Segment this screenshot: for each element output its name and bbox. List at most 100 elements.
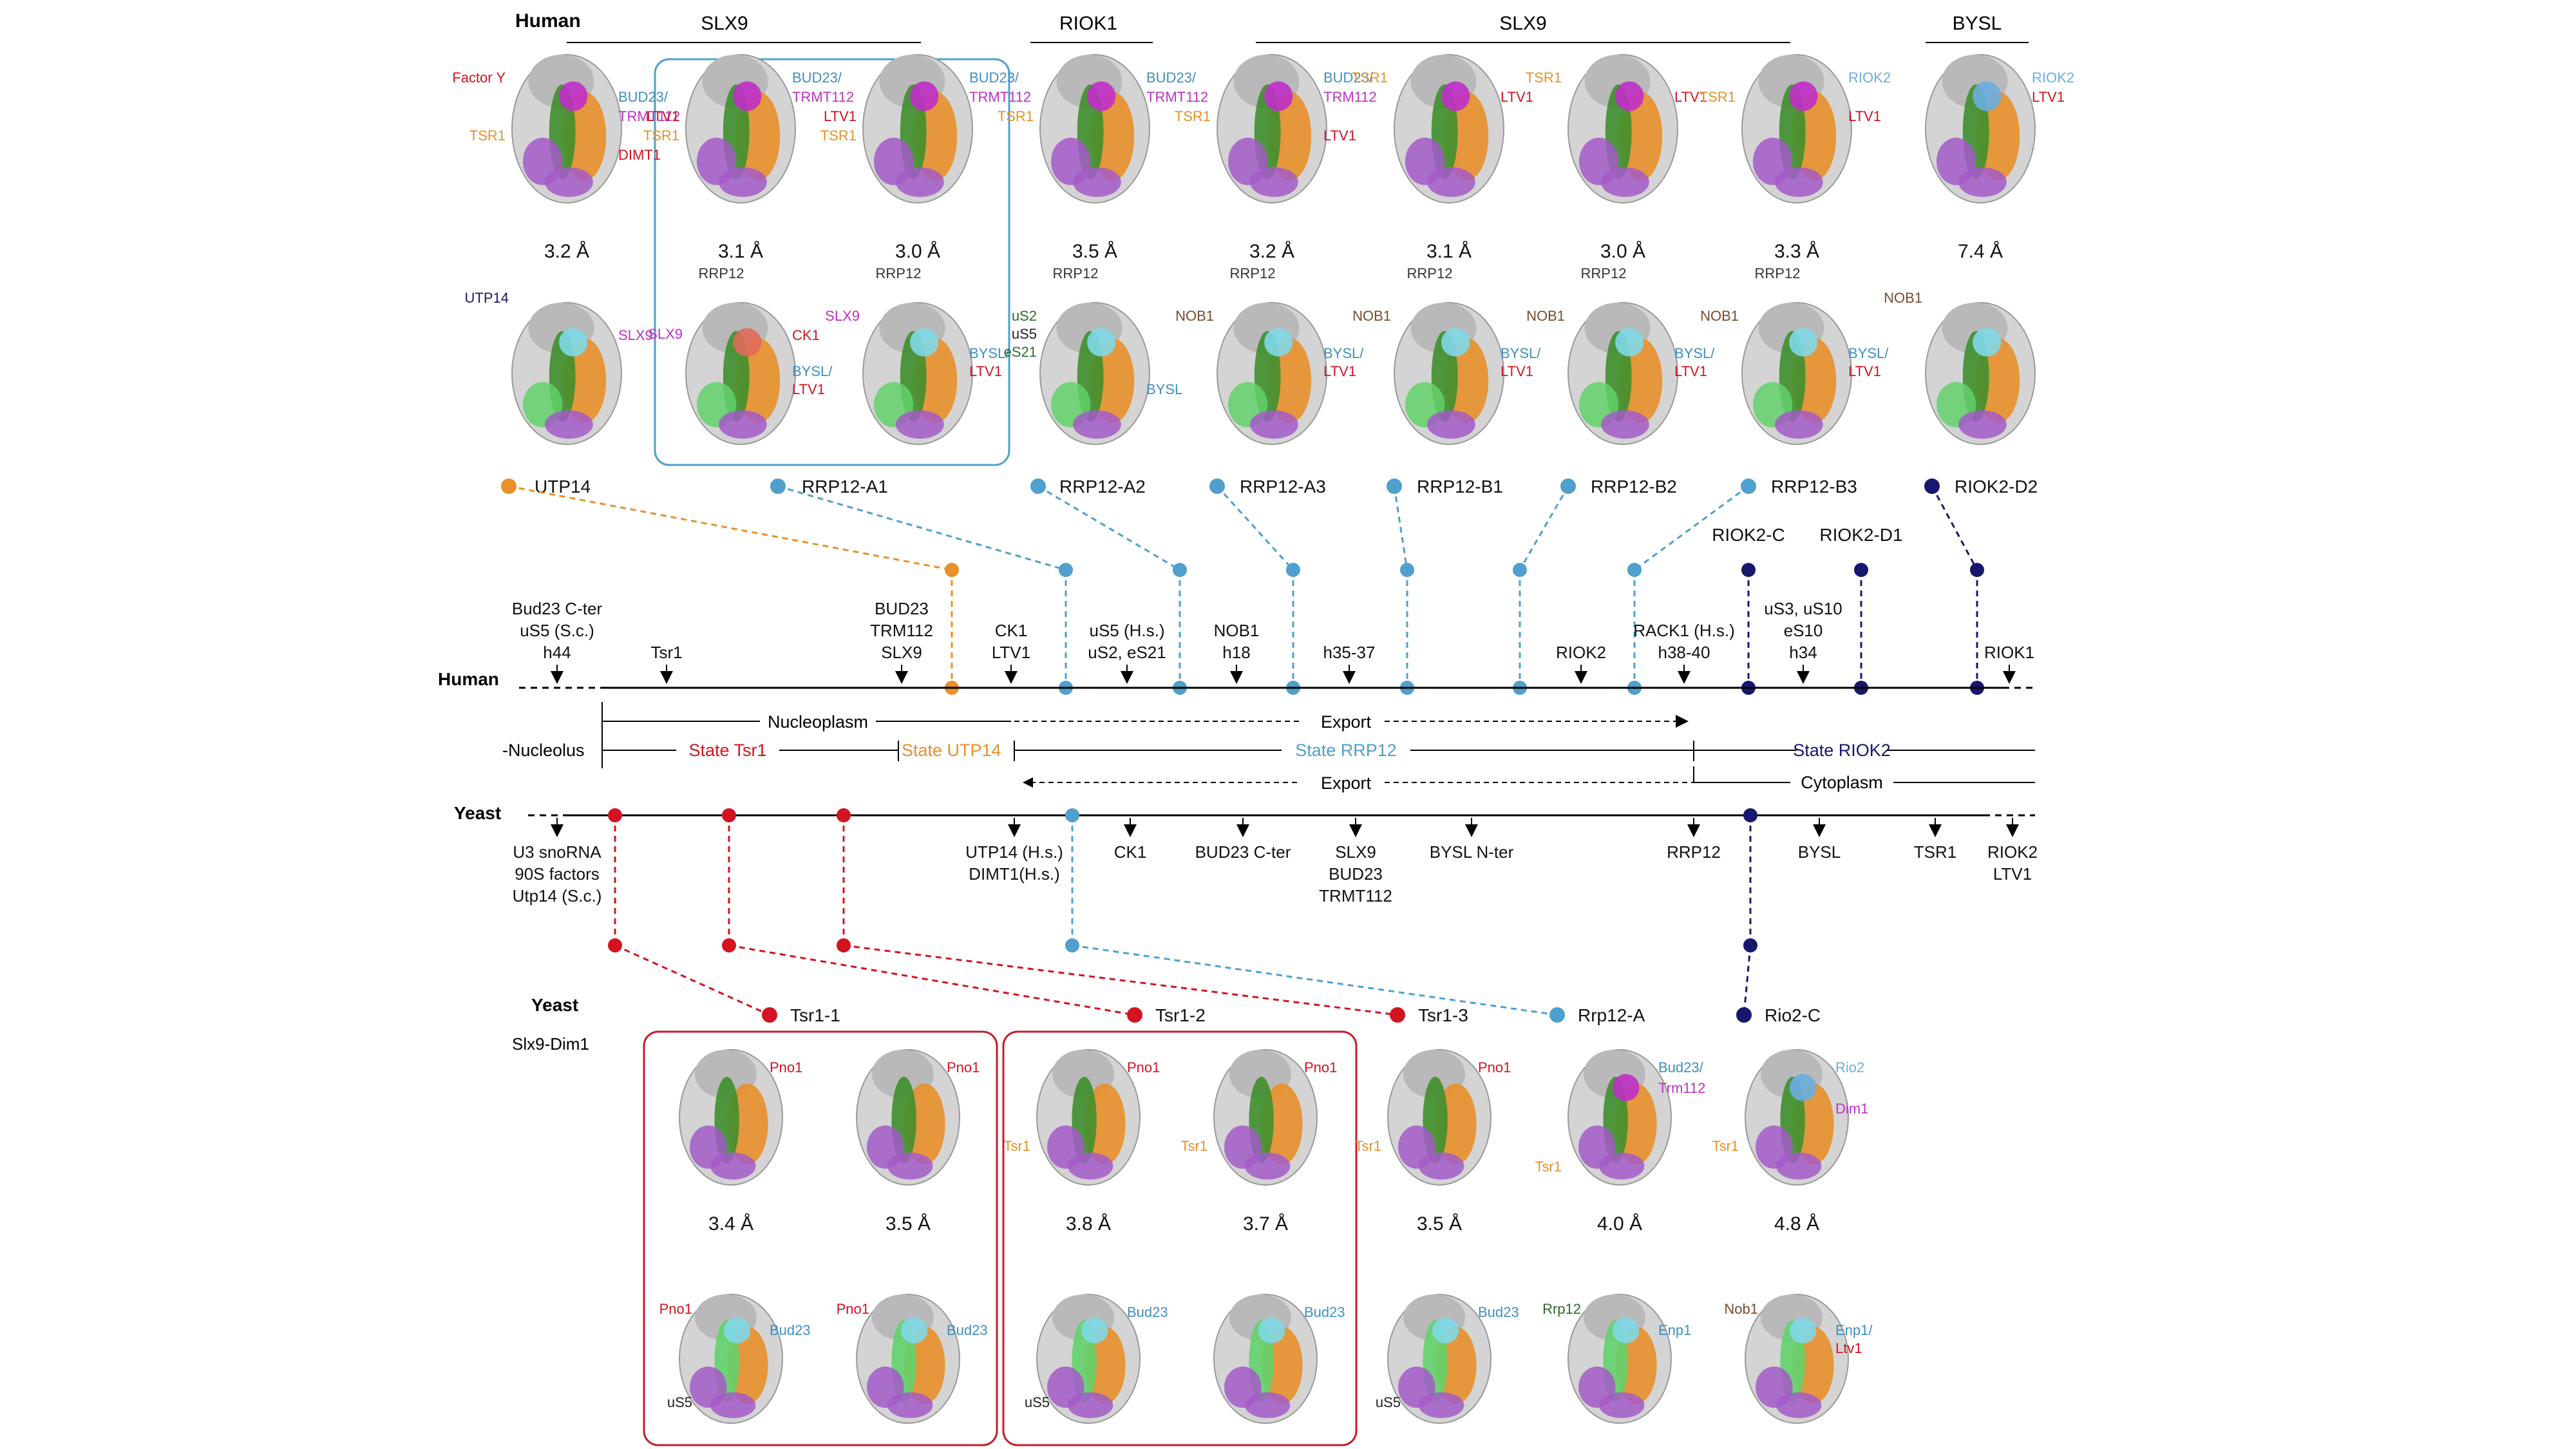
human-top-label-2-0: BUD23/ xyxy=(969,70,1019,86)
state-name-top-1: RRP12-A1 xyxy=(802,477,888,497)
human-bottom-structure-3 xyxy=(1039,302,1150,445)
yeast-bottom-structure-0 xyxy=(679,1294,783,1424)
yeast-bottom-structure-1 xyxy=(856,1294,960,1424)
yeast-top-structure-2 xyxy=(1036,1049,1141,1186)
yeast-connector-diag-2 xyxy=(843,944,1398,1016)
yeast-bottom-label-6-0: Nob1 xyxy=(1724,1301,1758,1317)
yeast-event-text-2-0: CK1 xyxy=(1114,842,1147,862)
yeast-bottom-label-0-0: Pno1 xyxy=(659,1301,692,1317)
yeast-event-text-9-0: RIOK2 xyxy=(1987,842,2038,862)
human-top-label-2-1: TRMT112 xyxy=(969,89,1031,105)
human-event-text-4-0: uS5 (H.s.) xyxy=(1089,621,1164,640)
human-top-structure-3 xyxy=(1039,54,1150,204)
tsr1-1-highlight-box xyxy=(643,1030,998,1446)
yeast-top-label-6-1: Tsr1 xyxy=(1712,1138,1739,1154)
yeast-bottom-structure-3 xyxy=(1213,1294,1318,1424)
human-event-text-9-0: uS3, uS10 xyxy=(1764,599,1842,618)
human-bottom-label-1-4: LTV1 xyxy=(792,381,825,397)
human-bottom-label-6-3: LTV1 xyxy=(1674,363,1707,379)
yeast-top-label-2-0: Pno1 xyxy=(1127,1059,1160,1075)
yeast-state-name-4: Rio2-C xyxy=(1765,1005,1821,1025)
human-bottom-structure-8 xyxy=(1925,302,2036,445)
human-event-text-5-0: NOB1 xyxy=(1214,621,1260,640)
human-bottom-structure-6 xyxy=(1567,302,1678,445)
yeast-bottom-label-3-0: Bud23 xyxy=(1304,1304,1345,1320)
yeast-bottom-structure-4 xyxy=(1387,1294,1492,1424)
human-top-label-4-1: TRM112 xyxy=(1323,89,1377,105)
state-name-top-3: RRP12-A3 xyxy=(1240,477,1326,497)
human-top-structure-1 xyxy=(685,54,796,204)
state-connector-diag-0 xyxy=(508,485,952,571)
yeast-top-label-6-0: Rio2 xyxy=(1835,1059,1864,1075)
human-top-label-1-0: BUD23/ xyxy=(792,70,842,86)
yeast-bottom-label-6-1: Enp1/ xyxy=(1835,1322,1873,1338)
human-event-text-9-2: h34 xyxy=(1789,643,1817,662)
yeast-event-text-0-1: 90S factors xyxy=(515,864,600,884)
yeast-top-label-6-2: Dim1 xyxy=(1835,1101,1868,1117)
human-bottom-structure-5 xyxy=(1394,302,1504,445)
state-rrp12-label: State RRP12 xyxy=(1295,741,1397,760)
yeast-resolution-5: 4.0 Å xyxy=(1597,1213,1642,1235)
yeast-top-label-3-0: Pno1 xyxy=(1304,1059,1337,1075)
human-bottom-structure-0 xyxy=(511,302,622,445)
human-bottom-structure-4 xyxy=(1217,302,1327,445)
human-resolution-6: 3.0 Å xyxy=(1600,241,1645,262)
human-header: Human xyxy=(515,10,581,32)
human-bottom-label-2-3: LTV1 xyxy=(969,363,1002,379)
yeast-top-structure-3 xyxy=(1213,1049,1318,1186)
human-bottom-label-2-2: BYSL/ xyxy=(969,345,1010,361)
state-connector-diag-4 xyxy=(1393,486,1408,571)
yeast-bottom-label-2-1: uS5 xyxy=(1025,1394,1050,1410)
state-name-top-2: RRP12-A2 xyxy=(1059,477,1146,497)
human-top-label-7-1: TSR1 xyxy=(1700,89,1736,105)
human-bottom-label-5-2: BYSL/ xyxy=(1501,345,1541,361)
yeast-event-text-3-0: BUD23 C-ter xyxy=(1195,842,1291,862)
human-top-label-5-0: TSR1 xyxy=(1352,70,1388,86)
yeast-event-text-8-0: TSR1 xyxy=(1914,842,1956,862)
human-top-label-3-2: TSR1 xyxy=(998,108,1034,124)
rrp12-a1-highlight-box xyxy=(654,58,1010,466)
state-connector-diag-1 xyxy=(777,485,1066,571)
human-bottom-label-1-0: RRP12 xyxy=(699,265,744,281)
human-event-text-8-1: h38-40 xyxy=(1658,643,1710,662)
state-riok2-label: State RIOK2 xyxy=(1793,741,1891,760)
yeast-state-name-3: Rrp12-A xyxy=(1578,1005,1645,1025)
yeast-structures-header: Yeast xyxy=(531,995,578,1015)
human-event-text-3-1: LTV1 xyxy=(992,643,1030,662)
human-bottom-label-6-2: BYSL/ xyxy=(1674,345,1715,361)
yeast-bottom-label-0-1: Bud23 xyxy=(770,1322,811,1338)
yeast-top-structure-5 xyxy=(1567,1049,1672,1186)
yeast-top-structure-6 xyxy=(1745,1049,1849,1186)
yeast-event-text-7-0: BYSL xyxy=(1798,842,1841,862)
human-event-text-7-0: RIOK2 xyxy=(1556,643,1606,662)
nucleoplasm-label: Nucleoplasm xyxy=(768,712,868,732)
human-event-text-6-0: h35-37 xyxy=(1323,643,1376,662)
human-top-label-0-1: BUD23/ xyxy=(618,89,668,105)
state-name-top-6: RRP12-B3 xyxy=(1771,477,1857,497)
human-resolution-1: 3.1 Å xyxy=(718,241,763,262)
human-resolution-4: 3.2 Å xyxy=(1249,241,1294,262)
yeast-top-structure-4 xyxy=(1387,1049,1492,1186)
human-resolution-8: 7.4 Å xyxy=(1958,241,2003,262)
human-bottom-label-7-0: RRP12 xyxy=(1755,265,1801,281)
yeast-bottom-label-5-0: Rrp12 xyxy=(1542,1301,1581,1317)
human-bottom-label-0-0: UTP14 xyxy=(465,290,509,306)
yeast-event-text-1-0: UTP14 (H.s.) xyxy=(965,842,1063,862)
yeast-top-label-5-0: Bud23/ xyxy=(1658,1059,1704,1075)
yeast-state-dot-2 xyxy=(1390,1007,1405,1023)
human-bottom-label-8-0: NOB1 xyxy=(1884,290,1922,306)
yeast-event-text-0-2: Utp14 (S.c.) xyxy=(513,886,602,905)
yeast-event-text-0-0: U3 snoRNA xyxy=(513,842,601,862)
riok1-label: RIOK1 xyxy=(1059,13,1117,34)
cytoplasm-label: Cytoplasm xyxy=(1801,773,1883,792)
human-top-label-5-1: LTV1 xyxy=(1501,89,1533,105)
human-bottom-label-6-0: RRP12 xyxy=(1581,265,1627,281)
human-bottom-label-0-1: SLX9 xyxy=(618,327,653,343)
human-event-text-2-0: BUD23 xyxy=(875,599,929,618)
human-event-text-9-1: eS10 xyxy=(1784,621,1823,640)
human-top-label-1-2: LTV1 xyxy=(647,108,679,124)
human-resolution-2: 3.0 Å xyxy=(895,241,940,262)
human-bottom-label-2-0: RRP12 xyxy=(876,265,922,281)
human-bottom-label-3-3: eS21 xyxy=(1004,344,1037,360)
human-top-label-8-0: RIOK2 xyxy=(2032,70,2074,86)
